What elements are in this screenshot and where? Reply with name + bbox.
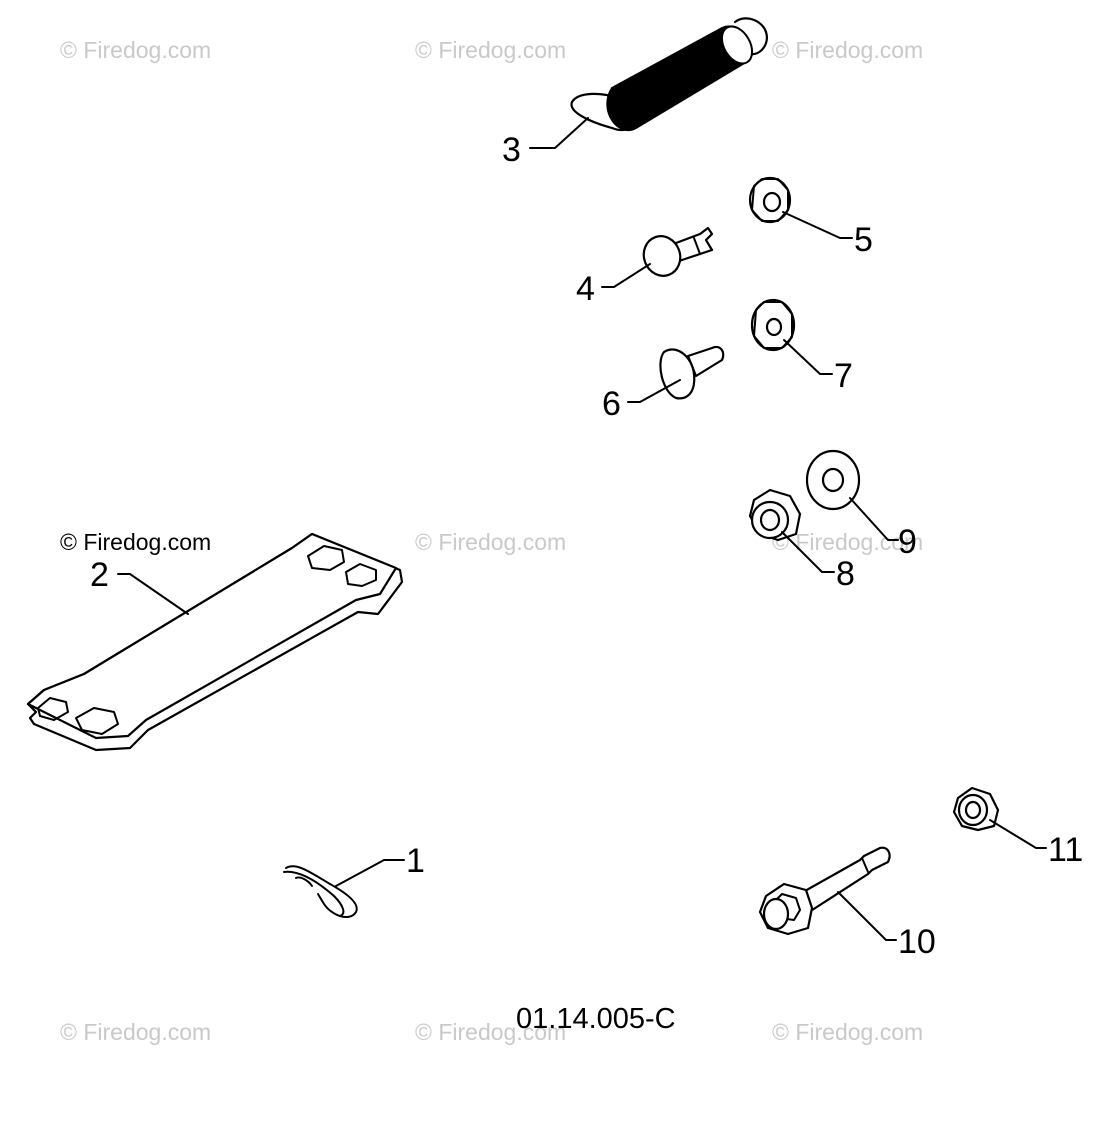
callout-4: 4 xyxy=(576,270,595,308)
leader-lines xyxy=(117,117,1047,941)
leader-2 xyxy=(117,573,189,615)
leader-9 xyxy=(849,497,899,541)
leader-4 xyxy=(601,263,651,288)
callout-2: 2 xyxy=(90,556,109,594)
callout-3: 3 xyxy=(502,131,521,169)
watermark-bottom-center: © Firedog.com xyxy=(415,1019,566,1045)
leader-8 xyxy=(781,531,835,573)
part-9-washer xyxy=(805,449,861,511)
part-5-flange-nut xyxy=(748,176,792,224)
part-10-hex-bolt xyxy=(758,846,891,936)
callout-6: 6 xyxy=(602,385,621,423)
leader-10 xyxy=(837,891,897,941)
watermark-bottom-right: © Firedog.com xyxy=(772,1019,923,1045)
drawing-code: 01.14.005-C xyxy=(516,1003,676,1035)
callout-labels: 3 5 4 7 6 9 8 2 11 10 1 xyxy=(90,131,1083,961)
watermark-top-center: © Firedog.com xyxy=(415,37,566,63)
part-3-spring xyxy=(570,17,768,132)
part-2-link-plate xyxy=(26,532,404,752)
leader-5 xyxy=(782,211,853,239)
watermark-top-left: © Firedog.com xyxy=(60,37,211,63)
part-4-stud xyxy=(642,226,714,277)
watermark-top-right: © Firedog.com xyxy=(772,37,923,63)
leader-7 xyxy=(783,339,833,375)
callout-11: 11 xyxy=(1048,831,1083,869)
watermark-bottom-left: © Firedog.com xyxy=(60,1019,211,1045)
watermarks: © Firedog.com © Firedog.com © Firedog.co… xyxy=(60,37,923,1045)
callout-8: 8 xyxy=(836,555,855,593)
part-11-lock-nut xyxy=(952,786,1000,832)
callout-10: 10 xyxy=(898,923,936,961)
part-7-flange-nut xyxy=(750,298,796,352)
callout-5: 5 xyxy=(854,221,873,259)
watermark-mid-left: © Firedog.com xyxy=(60,529,211,555)
leader-1 xyxy=(335,859,405,887)
part-8-lock-nut xyxy=(748,488,802,542)
leader-3 xyxy=(529,117,589,149)
callout-9: 9 xyxy=(898,523,917,561)
watermark-mid-center: © Firedog.com xyxy=(415,529,566,555)
callout-1: 1 xyxy=(406,842,425,880)
part-1-hair-pin xyxy=(283,865,358,919)
leader-6 xyxy=(627,379,681,403)
part-6-carriage-bolt xyxy=(659,345,725,400)
leader-11 xyxy=(989,819,1047,849)
callout-7: 7 xyxy=(834,357,853,395)
